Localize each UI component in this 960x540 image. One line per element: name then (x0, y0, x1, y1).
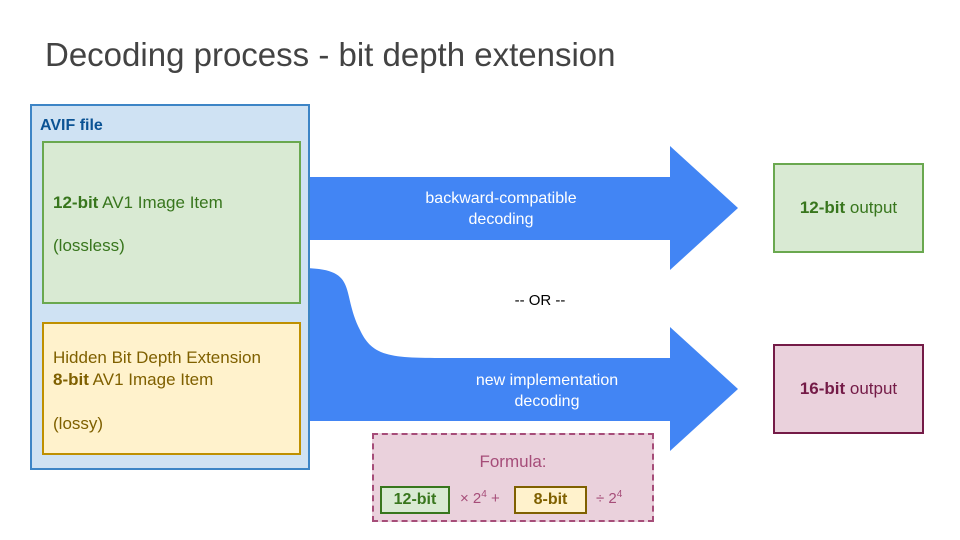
formula-op-divide: ÷ 24 (596, 489, 623, 508)
or-separator: -- OR -- (514, 292, 566, 309)
formula-label: Formula: (479, 452, 547, 471)
bottom-arrow-line2: decoding (514, 393, 580, 410)
formula-term-8bit: 8-bit (514, 486, 587, 514)
output-12bit: 12-bit output (773, 163, 924, 253)
top-arrow-line1: backward-compatible (425, 190, 577, 207)
output-bottom-label: output (845, 379, 898, 398)
formula-plus: + (486, 490, 500, 507)
hidden-item-bits: 8-bit (53, 370, 89, 389)
bottom-arrow-line1: new implementation (475, 372, 619, 389)
hidden-item-line1: Hidden Bit Depth Extension (53, 348, 261, 367)
output-top-bits: 12-bit (799, 198, 846, 217)
top-arrow-label: backward-compatible decoding (381, 188, 621, 230)
output-bottom-bits: 16-bit (799, 379, 846, 398)
new-implementation-arrow (300, 327, 738, 451)
hidden-item-note: (lossy) (53, 414, 104, 433)
formula-box: Formula: 12-bit × 24 + 8-bit ÷ 24 (372, 433, 654, 522)
formula-op-multiply: × 24 + (460, 489, 500, 508)
hidden-item-title: 8-bit AV1 Image Item (53, 369, 213, 391)
main-item-title: 12-bit AV1 Image Item (53, 192, 223, 214)
main-item-name: AV1 Image Item (98, 193, 223, 212)
output-top-label: output (845, 198, 898, 217)
hidden-image-item: Hidden Bit Depth Extension 8-bit AV1 Ima… (42, 322, 301, 455)
hidden-item-name: AV1 Image Item (88, 370, 214, 389)
backward-compatible-arrow (300, 146, 738, 270)
top-arrow-line2: decoding (468, 211, 534, 228)
formula-term-12bit: 12-bit (380, 486, 450, 514)
page-title: Decoding process - bit depth extension (45, 36, 616, 73)
bottom-arrow-label: new implementation decoding (427, 370, 667, 412)
main-item-bits: 12-bit (53, 193, 99, 212)
main-item-note: (lossless) (53, 236, 125, 255)
output-16bit: 16-bit output (773, 344, 924, 434)
formula-op1: × 2 (460, 490, 482, 507)
formula-exp2: 4 (616, 489, 623, 500)
formula-exp1: 4 (481, 489, 487, 500)
avif-file-label: AVIF file (40, 117, 103, 134)
formula-op2: ÷ 2 (596, 490, 617, 507)
main-image-item: 12-bit AV1 Image Item (lossless) (42, 141, 301, 304)
